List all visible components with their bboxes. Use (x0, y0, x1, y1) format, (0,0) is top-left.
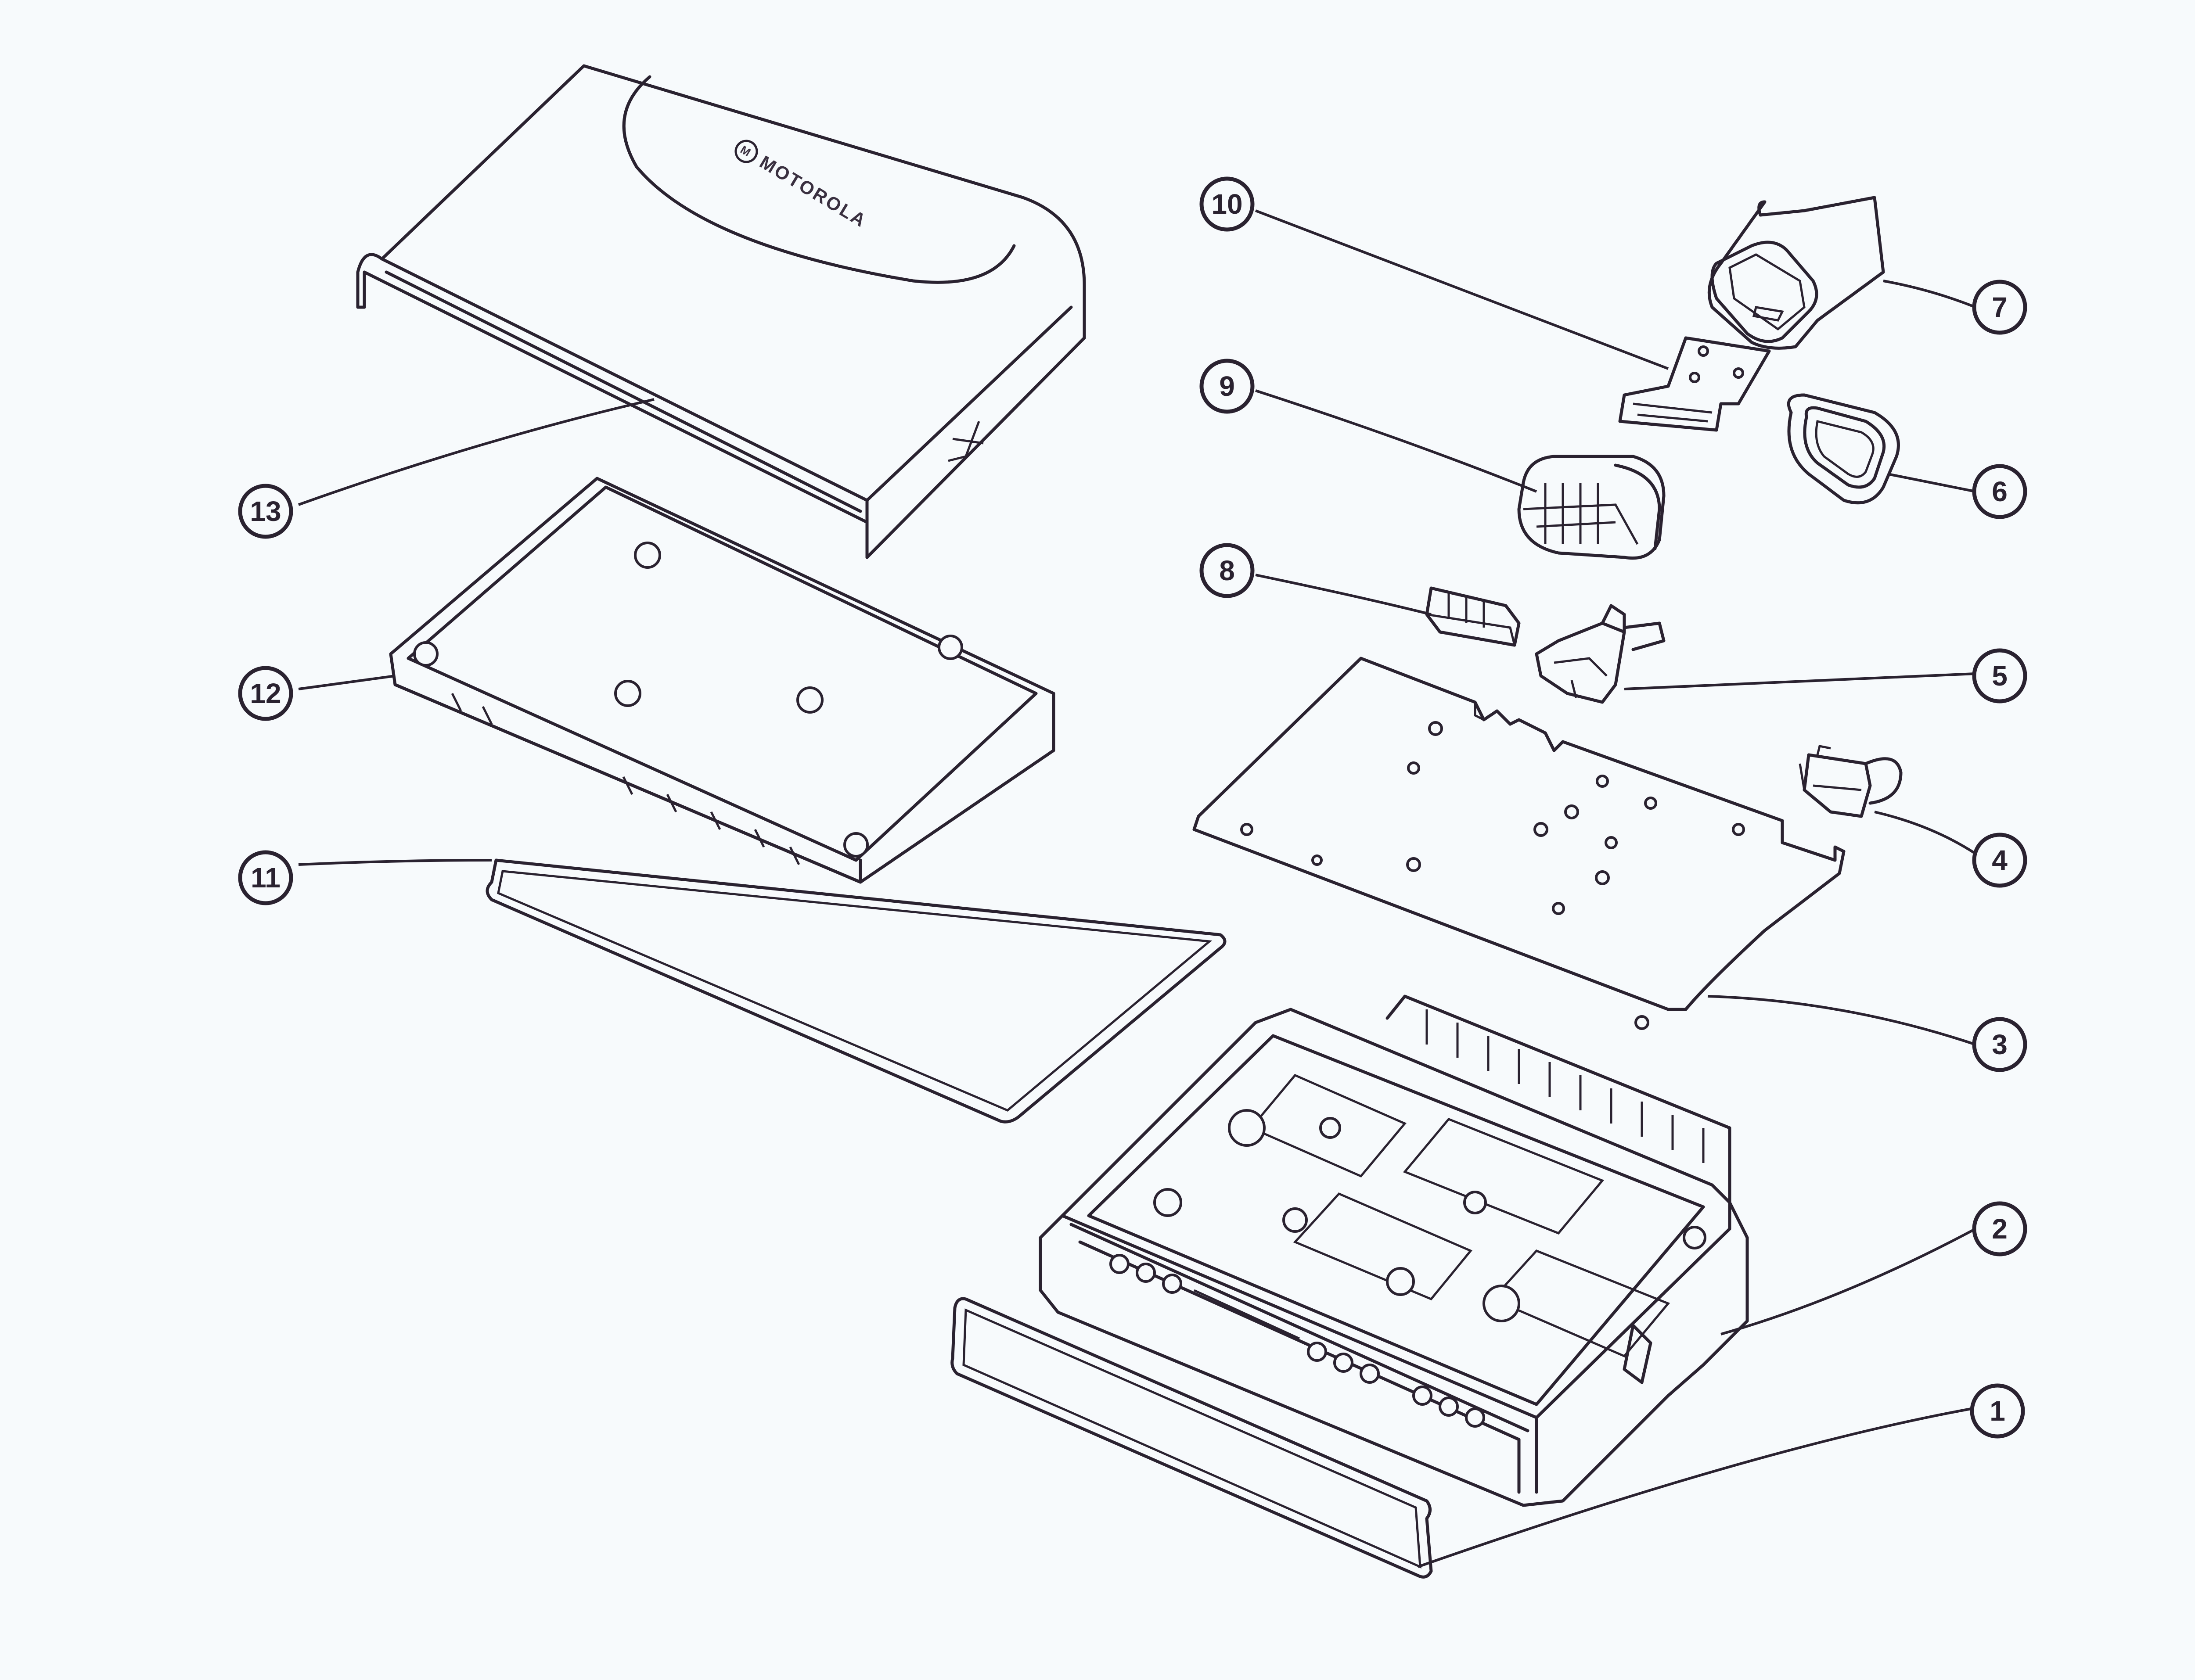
part-chassis-housing (1039, 994, 1749, 1507)
callout-number: 12 (250, 678, 281, 709)
callout-number: 8 (1219, 555, 1235, 586)
callout-1: 1 (1970, 1383, 2025, 1439)
motorola-logo-icon (734, 140, 758, 163)
callout-number: 10 (1211, 188, 1242, 220)
callout-number: 2 (1992, 1213, 2008, 1245)
callout-12: 12 (238, 666, 293, 721)
callout-number: 5 (1992, 660, 2008, 692)
callout-8: 8 (1199, 543, 1255, 598)
callout-number: 7 (1992, 291, 2008, 323)
callout-number: 6 (1992, 476, 2008, 507)
part-connector-plate (1618, 336, 1771, 432)
callout-3: 3 (1972, 1017, 2027, 1072)
callout-number: 9 (1219, 370, 1235, 402)
callout-11: 11 (238, 850, 293, 905)
callout-number: 4 (1992, 844, 2008, 876)
part-top-cover: M MOTOROLA (356, 64, 1086, 559)
callout-number: 3 (1992, 1029, 2008, 1060)
heatsink-fins (1385, 994, 1731, 1231)
svg-text:M: M (738, 143, 754, 160)
leader-lines (298, 209, 1976, 1568)
callout-6: 6 (1972, 464, 2027, 519)
callout-5: 5 (1972, 648, 2027, 704)
callout-7: 7 (1972, 280, 2027, 335)
part-board-connector-strip (1425, 586, 1521, 647)
part-connector-small (1799, 745, 1903, 818)
part-connector-medium (1535, 604, 1666, 704)
part-oval-seal (1787, 393, 1900, 505)
callout-10: 10 (1199, 176, 1255, 232)
callout-number: 1 (1990, 1395, 2005, 1427)
callout-number: 13 (250, 495, 281, 527)
callout-13: 13 (238, 484, 293, 539)
board-holes (1240, 721, 1745, 1030)
part-inner-cover (389, 477, 1055, 884)
front-panel-holes (1109, 1254, 1485, 1428)
part-connector-boot (1707, 196, 1885, 350)
part-accessory-connector (1517, 455, 1666, 560)
callout-number: 11 (251, 862, 281, 894)
part-cover-gasket (486, 858, 1227, 1124)
part-circuit-board (1192, 657, 1846, 1030)
brand-text: MOTOROLA (756, 151, 871, 232)
callout-2: 2 (1972, 1201, 2027, 1256)
callout-4: 4 (1972, 833, 2027, 888)
callout-9: 9 (1199, 359, 1255, 414)
